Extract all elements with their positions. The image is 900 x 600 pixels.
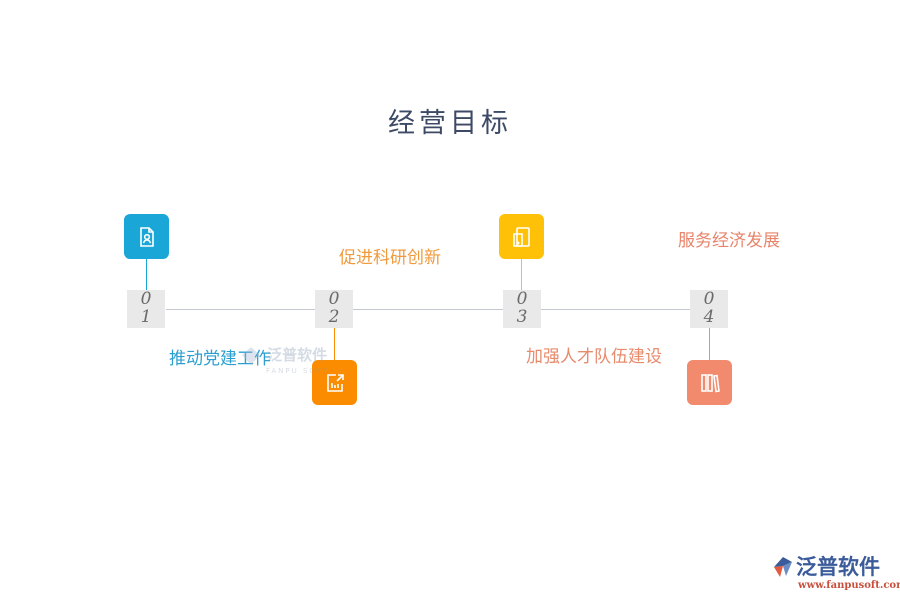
watermark-text: 泛普软件	[267, 346, 328, 364]
brand-logo-icon	[774, 557, 792, 577]
brand-name: 泛普软件	[796, 555, 880, 579]
bar-chart-export-icon	[312, 360, 357, 405]
watermark-sub: FANPU SOFT	[266, 366, 330, 375]
brand-url: www.fanpusoft.com	[798, 580, 900, 591]
watermark-logo-icon	[242, 346, 260, 365]
connector-2	[334, 328, 335, 360]
document-user-icon	[124, 214, 169, 259]
tablet-icon	[499, 214, 544, 259]
watermark: 泛普软件 FANPU SOFT	[240, 344, 329, 375]
page-title: 经营目标	[388, 108, 512, 139]
step-label-4: 服务经济发展	[678, 231, 780, 251]
step-label-1: 推动党建工作	[169, 349, 271, 369]
brand-logo: 泛普软件 www.fanpusoft.com	[770, 554, 900, 591]
connector-4	[709, 328, 710, 360]
step-label-3: 加强人才队伍建设	[526, 347, 662, 367]
books-icon	[687, 360, 732, 405]
connector-3	[521, 258, 522, 290]
timeline-axis	[166, 309, 691, 310]
step-label-2: 促进科研创新	[339, 248, 441, 268]
connector-1	[146, 258, 147, 290]
